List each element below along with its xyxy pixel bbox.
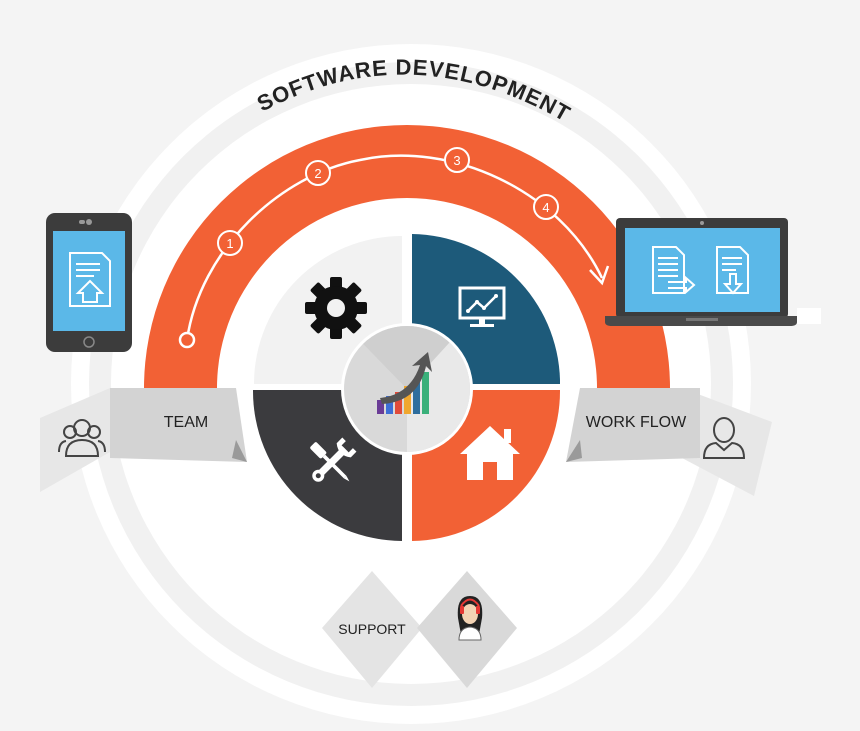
svg-text:1: 1 (226, 236, 233, 251)
gear-icon (305, 277, 367, 339)
svg-text:2: 2 (314, 166, 321, 181)
step-2: 2 (306, 161, 330, 185)
laptop-device (605, 218, 821, 326)
step-4: 4 (534, 195, 558, 219)
step-3: 3 (445, 148, 469, 172)
support-agent-icon (458, 596, 483, 640)
support-label: SUPPORT (338, 621, 406, 637)
svg-text:3: 3 (453, 153, 460, 168)
step-1: 1 (218, 231, 242, 255)
workflow-label: WORK FLOW (586, 414, 687, 431)
svg-text:4: 4 (542, 200, 549, 215)
step-start-dot (180, 333, 194, 347)
team-label: TEAM (164, 414, 208, 431)
